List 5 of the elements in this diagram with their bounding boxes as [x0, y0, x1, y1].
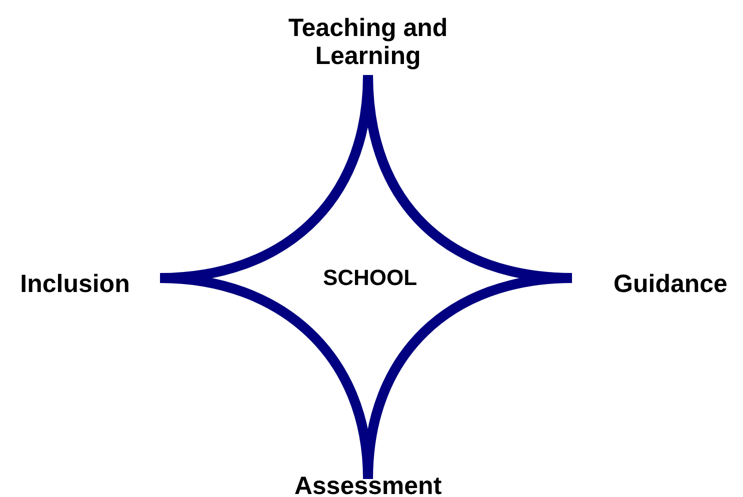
point-label: Inclusion	[19, 270, 131, 298]
point-label: Assessment	[293, 472, 443, 497]
point-label: Teaching and Learning	[287, 14, 449, 70]
center-label: SCHOOL	[322, 265, 418, 291]
point-label: Guidance	[612, 270, 728, 298]
